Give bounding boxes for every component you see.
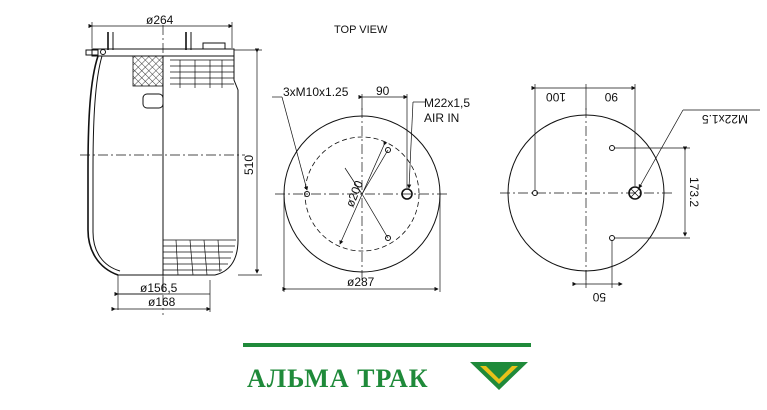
dim-height: 510	[242, 155, 256, 175]
label-air-port: M22x1,5	[424, 96, 470, 110]
top-view-label: TOP VIEW	[334, 24, 388, 36]
logo-bar	[243, 343, 531, 347]
label-thread: M22x1.5	[702, 112, 748, 126]
bottom-view: 100 90 M22x1.5 173.2 50	[500, 84, 760, 304]
label-air-in: AIR IN	[424, 111, 459, 125]
side-view: ø264 510 ø156,5 ø168	[80, 13, 262, 315]
dim-overall-diameter: ø264	[146, 13, 174, 27]
label-bolts: 3xM10x1.25	[283, 85, 349, 99]
top-view: TOP VIEW ø200 90 3xM10x1.25 M22x1,5 AIR …	[272, 24, 470, 292]
dim-stud-offset: 90	[376, 84, 390, 98]
dim-50: 50	[592, 290, 606, 304]
dim-base-inner: ø156,5	[140, 281, 178, 295]
dim-90: 90	[604, 90, 618, 104]
dim-173: 173.2	[687, 177, 701, 207]
dim-plate-diameter: ø287	[347, 275, 375, 289]
logo-text: АЛЬМА ТРАК	[247, 364, 429, 393]
dim-base-outer: ø168	[148, 295, 176, 309]
dim-100: 100	[546, 90, 566, 104]
logo-chevron-icon	[470, 362, 528, 390]
